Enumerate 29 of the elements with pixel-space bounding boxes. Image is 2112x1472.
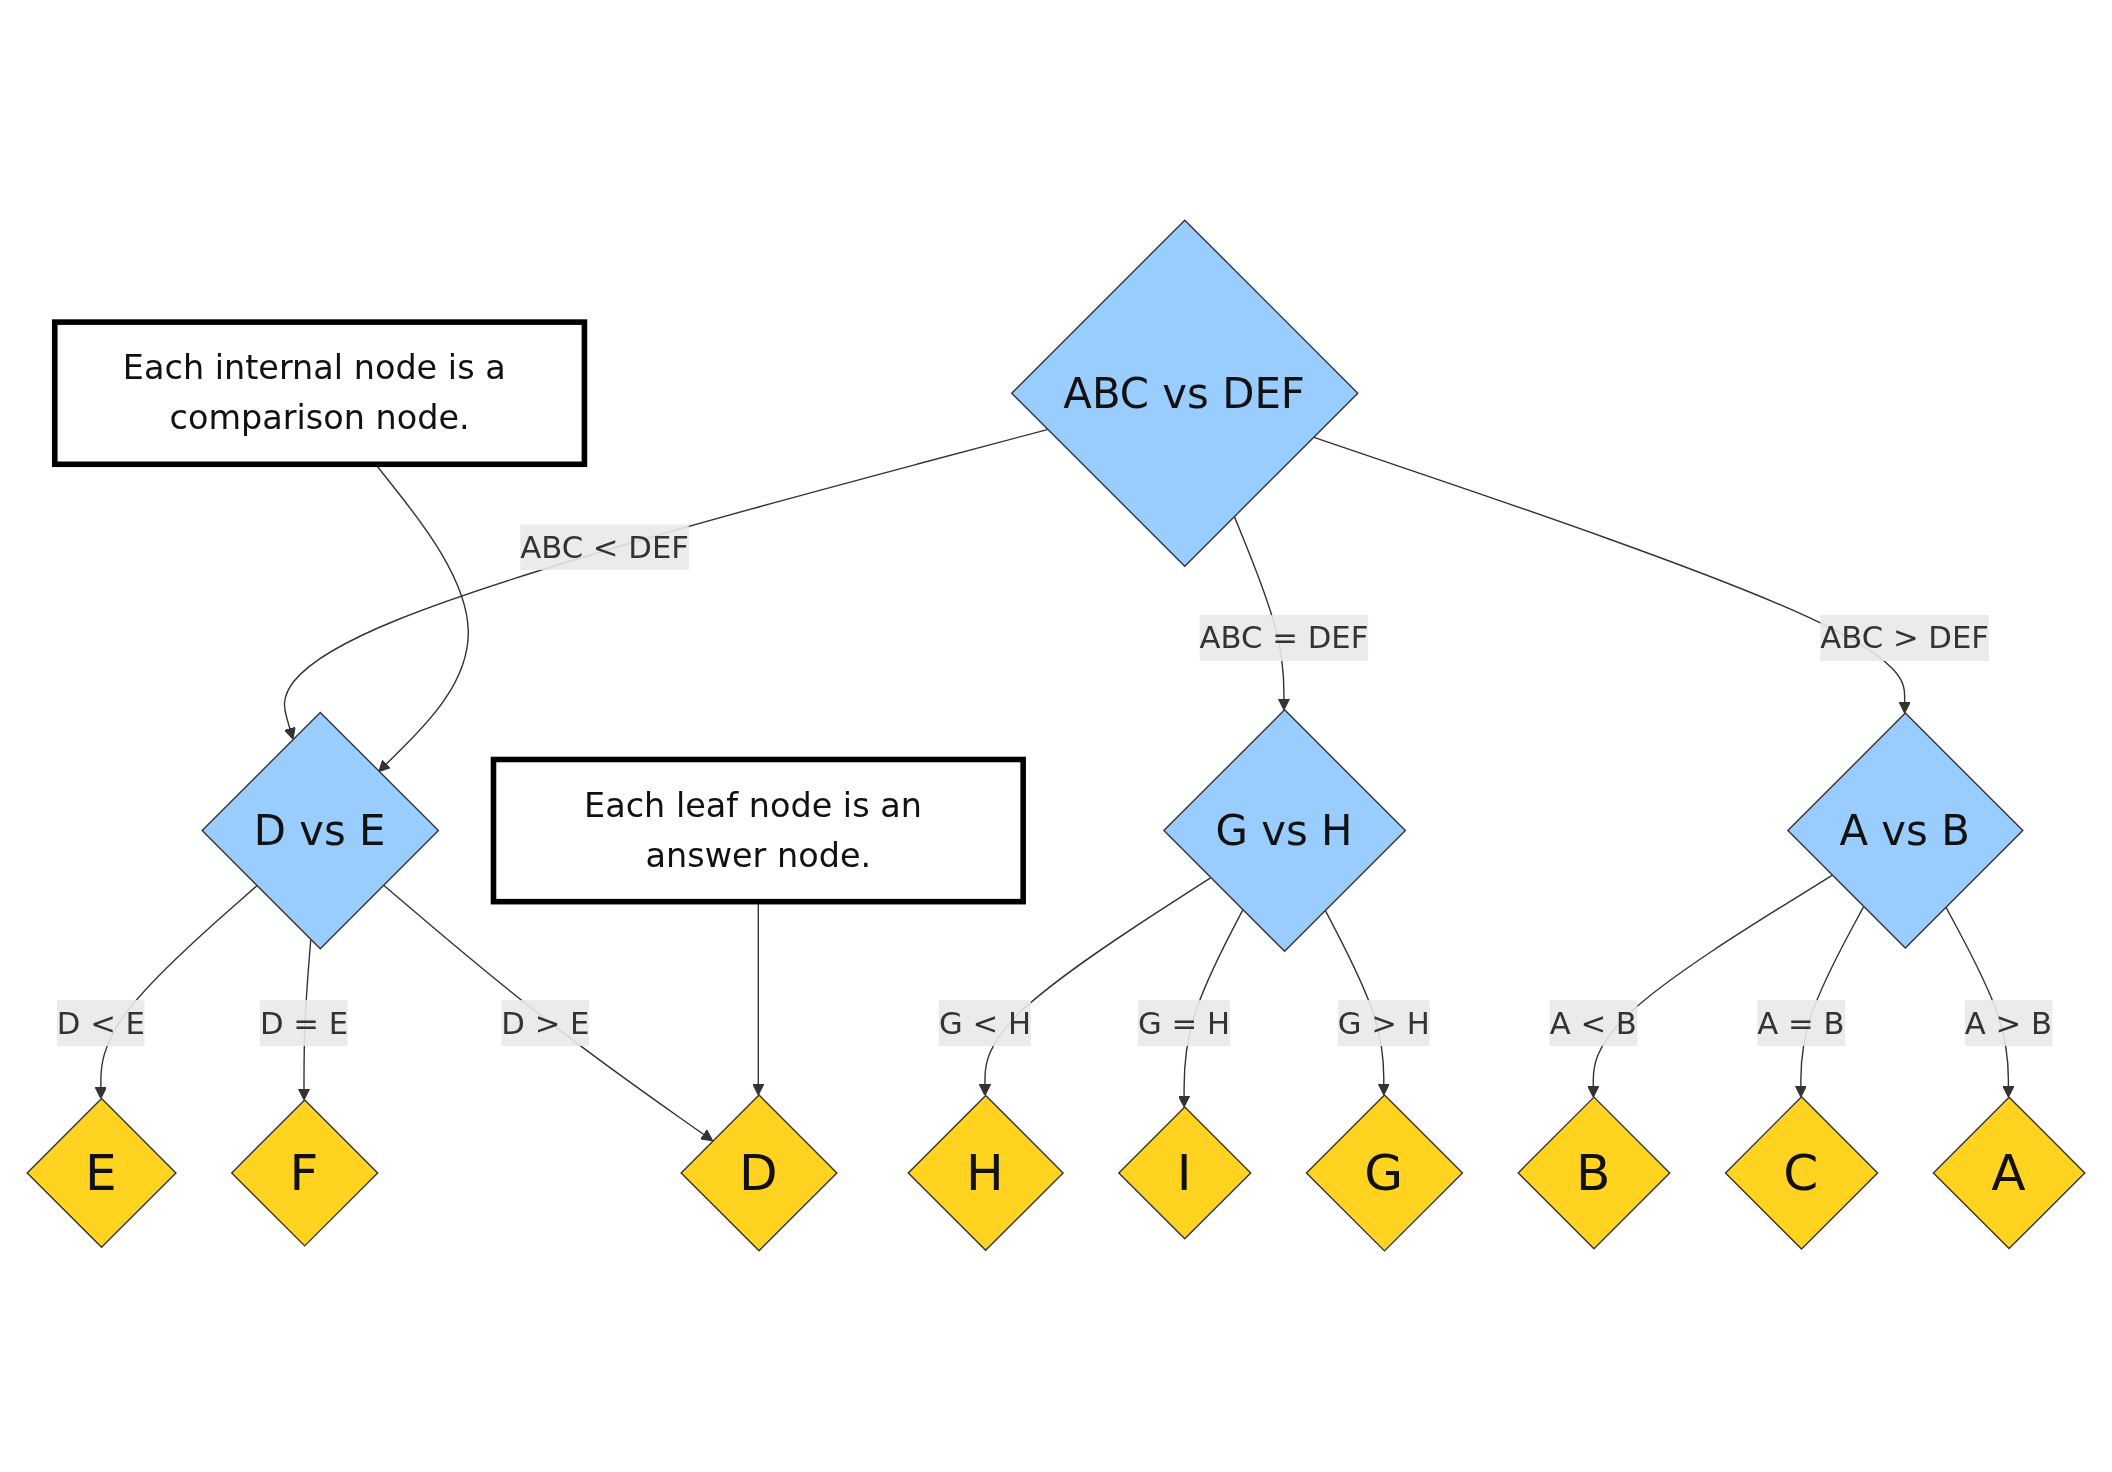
edge-label: ABC > DEF — [1820, 621, 1990, 656]
edge-label: A < B — [1549, 1006, 1637, 1042]
node-diamond: B — [1517, 1096, 1671, 1251]
node-diamond: C — [1724, 1096, 1879, 1251]
edge-label: D < E — [56, 1006, 145, 1042]
edge-label: D = E — [259, 1006, 349, 1042]
node-box: Each leaf node is an answer node. — [490, 757, 1026, 905]
node-diamond: G — [1305, 1094, 1464, 1253]
arrow — [382, 884, 714, 1142]
edge-label: A = B — [1757, 1006, 1845, 1042]
edge-label: ABC = DEF — [1199, 621, 1369, 656]
node-diamond: F — [230, 1099, 379, 1248]
arrow — [1312, 436, 1911, 715]
node-diamond: A vs B — [1786, 712, 2024, 950]
edge-label: A > B — [1964, 1006, 2053, 1042]
node-diamond: D — [680, 1094, 838, 1253]
edge-label: G > H — [1337, 1006, 1430, 1042]
edge-label: G = H — [1138, 1006, 1231, 1042]
edge-label: ABC < DEF — [520, 530, 689, 566]
node-diamond: ABC vs DEF — [1010, 219, 1359, 568]
edge-label: G < H — [938, 1006, 1031, 1042]
node-box: Each internal node is a comparison node. — [52, 319, 588, 468]
edge-label: D > E — [501, 1006, 590, 1042]
node-diamond: E — [26, 1098, 177, 1249]
node-diamond: D vs E — [201, 711, 440, 951]
node-diamond: H — [907, 1094, 1065, 1252]
node-diamond: G vs H — [1162, 709, 1407, 953]
node-diamond: I — [1117, 1106, 1252, 1241]
node-diamond: A — [1932, 1096, 2086, 1251]
